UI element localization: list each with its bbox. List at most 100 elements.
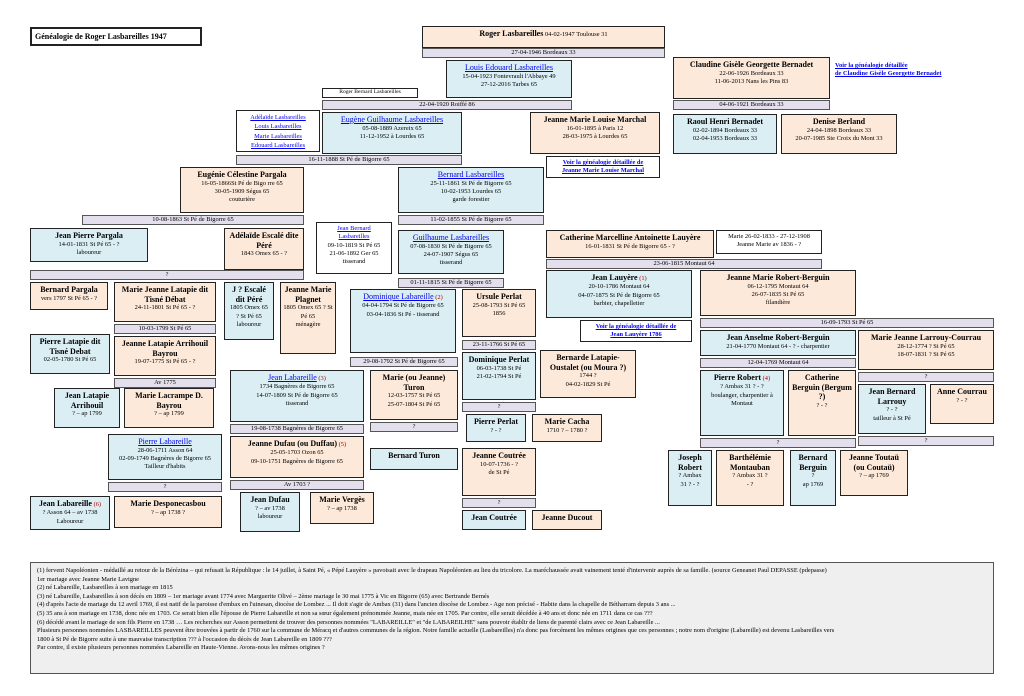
person-joseph-robert: Joseph Robert ? Ambax 31 ? - ? xyxy=(668,450,712,506)
person-link[interactable]: Louis Edouard Lasbareilles xyxy=(465,63,553,72)
marriage-bar: 23-11-1766 St Pé 65 xyxy=(462,340,536,350)
person-eugene: Eugène Guilhaume Lasbareilles 05-08-1889… xyxy=(322,112,462,154)
footnote: 1er mariage avec Jeanne Marie Lavigne xyxy=(37,575,140,583)
person-link[interactable]: Lasbareilles xyxy=(338,233,370,241)
marriage-bar: 29-08-1792 St Pé de Bigorre 65 xyxy=(350,357,458,367)
person-link[interactable]: Pierre Labareille xyxy=(138,437,192,446)
person-ursule-perlat: Ursule Perlat 25-08-1793 St Pé 65 1856 xyxy=(462,289,536,337)
person-bernard-pargala: Bernard Pargala vers 1797 St Pé 65 - ? xyxy=(30,282,108,310)
link-text[interactable]: Jeanne Marie Louise Marchal xyxy=(561,167,645,175)
person-barthelemie: Barthélémie Montauban ? Ambax 31 ? - ? xyxy=(716,450,784,506)
person-link[interactable]: Dominique Labareille xyxy=(363,292,434,301)
person-pierre-robert: Pierre Robert (4) ? Ambax 31 ? - ? boula… xyxy=(700,370,784,436)
person-catherine-lauyere: Catherine Marcelline Antoinette Lauyère … xyxy=(546,230,714,258)
person-link[interactable]: Jean Labareille xyxy=(268,373,317,382)
link-text[interactable]: Voir la généalogie détaillée de xyxy=(595,323,677,330)
footnote: (3) né Labareille, Lasbareilles à son dé… xyxy=(37,592,490,600)
marriage-bar: 10-08-1863 St Pé de Bigorre 65 xyxy=(82,215,304,225)
link-text[interactable]: de Claudine Gisèle Georgette Bernadet xyxy=(835,70,942,78)
marriage-bar: 10-03-1799 St Pé 65 xyxy=(114,324,216,334)
person-adelaide: Adélaïde Escalé dite Péré 1843 Omex 65 -… xyxy=(224,228,304,270)
marriage-bar: 19-08-1738 Bagnères de Bigorre 65 xyxy=(230,424,364,434)
person-marie-turon: Marie (ou Jeanne) Turon 12-03-1757 St Pé… xyxy=(370,370,458,420)
person-pierre-latapie: Pierre Latapie dit Tisné Debat 02-05-178… xyxy=(30,334,110,374)
person-dominique-labareille: Dominique Labareille (2) 04-04-1794 St P… xyxy=(350,289,456,353)
person-guilhaume: Guilhaume Lasbareilles 07-08-1830 St Pé … xyxy=(398,230,504,274)
footnote: 1800 à St Pé de Bigorre suite à une mauv… xyxy=(37,635,332,643)
footnote: (2) né Labareille, Lasbareilles à son ma… xyxy=(37,584,173,592)
marriage-bar: 16-11-1888 St Pé de Bigorre 65 xyxy=(236,155,462,165)
marriage-bar: ? xyxy=(108,482,222,492)
footnote: (4) d'après l'acte de mariage du 12 avri… xyxy=(37,601,676,609)
siblings-list: Adélaïde Lasbareilles Louis Lasbareilles… xyxy=(236,110,320,152)
footnote: (5) 35 ans à son mariage en 1738, donc n… xyxy=(37,609,653,617)
sibling-link[interactable]: Marie Lasbareilles xyxy=(254,132,302,140)
person-link[interactable]: Eugène Guilhaume Lasbareilles xyxy=(340,115,444,124)
person-jean-anselme: Jean Anselme Robert-Berguin 21-04-1770 M… xyxy=(700,330,856,356)
person-mj-latapie: Marie Jeanne Latapie dit Tisné Débat 24-… xyxy=(114,282,216,322)
person-jean-lauyere: Jean Lauyère (1) 20-10-1786 Montaut 64 0… xyxy=(546,270,692,318)
person-jmlm: Jeanne Marie Louise Marchal 16-01-1895 à… xyxy=(530,112,660,154)
marriage-bar: ? xyxy=(462,402,536,412)
marriage-bar: ? xyxy=(370,422,458,432)
person-jeanne-dufau: Jeanne Dufau (ou Duffau) (5) 25-05-1703 … xyxy=(230,436,364,478)
marriage-bar: ? xyxy=(700,438,856,448)
person-roger: Roger Lasbareilles 04-02-1947 Toulouse 3… xyxy=(422,26,665,48)
person-dominique-perlat: Dominique Perlat 06-03-1738 St Pé 21-02-… xyxy=(462,352,536,400)
person-jm-robert-berguin: Jeanne Marie Robert-Berguin 06-12-1795 M… xyxy=(700,270,856,316)
sibling-link[interactable]: Louis Lasbareilles xyxy=(254,123,302,131)
marriage-bar: ? xyxy=(858,372,994,382)
footnote: Plusieurs personnes nommées LASBAREILLES… xyxy=(37,627,835,635)
person-bernard-lasbareilles: Bernard Lasbareilles 25-11-1861 St Pé de… xyxy=(398,167,544,213)
link-claudine[interactable]: Voir la généalogie détaillée de Claudine… xyxy=(833,60,961,82)
person-j-escale: J ? Escalé dit Péré 1805 Omex 65 ? St Pé… xyxy=(224,282,274,340)
person-jb-larrouy: Jean Bernard Larrouy ? - ? tailleur à St… xyxy=(858,384,926,434)
person-denise: Denise Berland 24-04-1898 Bordeaux 33 20… xyxy=(781,114,897,154)
person-raoul: Raoul Henri Bernadet 02-02-1894 Bordeaux… xyxy=(673,114,777,154)
person-catherine-berguin: Catherine Berguin (Bergum ?) ? - ? xyxy=(788,370,856,436)
marriage-bar: ? xyxy=(462,498,536,508)
sibling-link[interactable]: Adélaïde Lasbareilles xyxy=(250,114,306,121)
sibling-link[interactable]: Edouard Lasbareilles xyxy=(250,141,306,149)
person-jm-plagnet: Jeanne Marie Plagnet 1805 Omex 65 ? St P… xyxy=(280,282,336,354)
person-mj-larrouy-courrau: Marie Jeanne Larrouy-Courrau 28-12-1774 … xyxy=(858,330,994,370)
person-marie-desponecasbou: Marie Desponecasbou ? – ap 1738 ? xyxy=(114,496,222,528)
link-text[interactable]: Voir la généalogie détaillée xyxy=(835,62,908,69)
link-marchal[interactable]: Voir la généalogie détaillée de Jeanne M… xyxy=(546,156,660,178)
person-link[interactable]: Jean Bernard xyxy=(337,225,371,232)
person-bernard-berguin: Bernard Berguin ? ap 1769 xyxy=(790,450,836,506)
marriage-bar: 04-06-1921 Bordeaux 33 xyxy=(673,100,830,110)
marriage-bar: ? xyxy=(858,436,994,446)
footnote: Par contre, il existe plusieurs personne… xyxy=(37,644,325,652)
marriage-bar: 12-04-1769 Montaut 64 xyxy=(700,358,856,368)
person-pierre-perlat: Pierre Perlat ? - ? xyxy=(466,414,526,442)
link-text[interactable]: Voir la généalogie détaillée de xyxy=(562,159,644,166)
footnotes-panel: (1) fervent Napoléonien - médaillé au re… xyxy=(30,562,994,674)
person-jean-bernard: Jean Bernard Lasbareilles 09-10-1819 St … xyxy=(316,222,392,274)
link-text[interactable]: Jean Lauyère 1786 xyxy=(610,331,662,339)
person-link[interactable]: Bernard Lasbareilles xyxy=(437,170,505,179)
page-title: Généalogie de Roger Lasbareilles 1947 xyxy=(30,27,202,46)
person-jeanne-ducout: Jeanne Ducout xyxy=(532,510,602,530)
person-marie-1833: Marie 26-02-1833 - 27-12-1908 Jeanne Mar… xyxy=(716,230,822,254)
person-jean-coutree: Jean Coutrée xyxy=(462,510,526,530)
person-eugenie: Eugénie Célestine Pargala 16-05-1866St P… xyxy=(180,167,304,213)
footnote: (1) fervent Napoléonien - médaillé au re… xyxy=(37,567,827,574)
marriage-bar: 01-11-1815 St Pé de Bigorre 65 xyxy=(398,278,504,288)
marriage-bar: Av 1775 xyxy=(114,378,216,388)
marriage-bar: ? xyxy=(30,270,304,280)
marriage-bar: 11-02-1855 St Pé de Bigorre 65 xyxy=(398,215,544,225)
person-jean-labareille: Jean Labareille (3) 1734 Bagnères de Big… xyxy=(230,370,364,422)
person-link[interactable]: Guilhaume Lasbareilles xyxy=(412,233,490,242)
person-anne-courrau: Anne Courrau ? - ? xyxy=(930,384,994,424)
person-jean-latapie-arrihouil: Jean Latapie Arrihouil ? – ap 1799 xyxy=(54,388,120,428)
link-lauyere[interactable]: Voir la généalogie détaillée de Jean Lau… xyxy=(580,320,692,342)
marriage-bar: 27-04-1946 Bordeaux 33 xyxy=(422,48,665,58)
marriage-bar: Av 1703 ? xyxy=(230,480,364,490)
person-marie-verges: Marie Vergès ? – ap 1738 xyxy=(310,492,374,524)
marriage-bar: 23-06-1815 Montaut 64 xyxy=(546,259,822,269)
marriage-bar: 16-09-1793 St Pé 65 xyxy=(700,318,994,328)
person-jeanne-latapie: Jeanne Latapie Arrihouil Bayrou 19-07-17… xyxy=(114,336,216,376)
person-pierre-labareille: Pierre Labareille 28-06-1711 Asson 64 02… xyxy=(108,434,222,480)
person-marie-cacha: Marie Cacha 1710 ? – 1780 ? xyxy=(532,414,602,442)
